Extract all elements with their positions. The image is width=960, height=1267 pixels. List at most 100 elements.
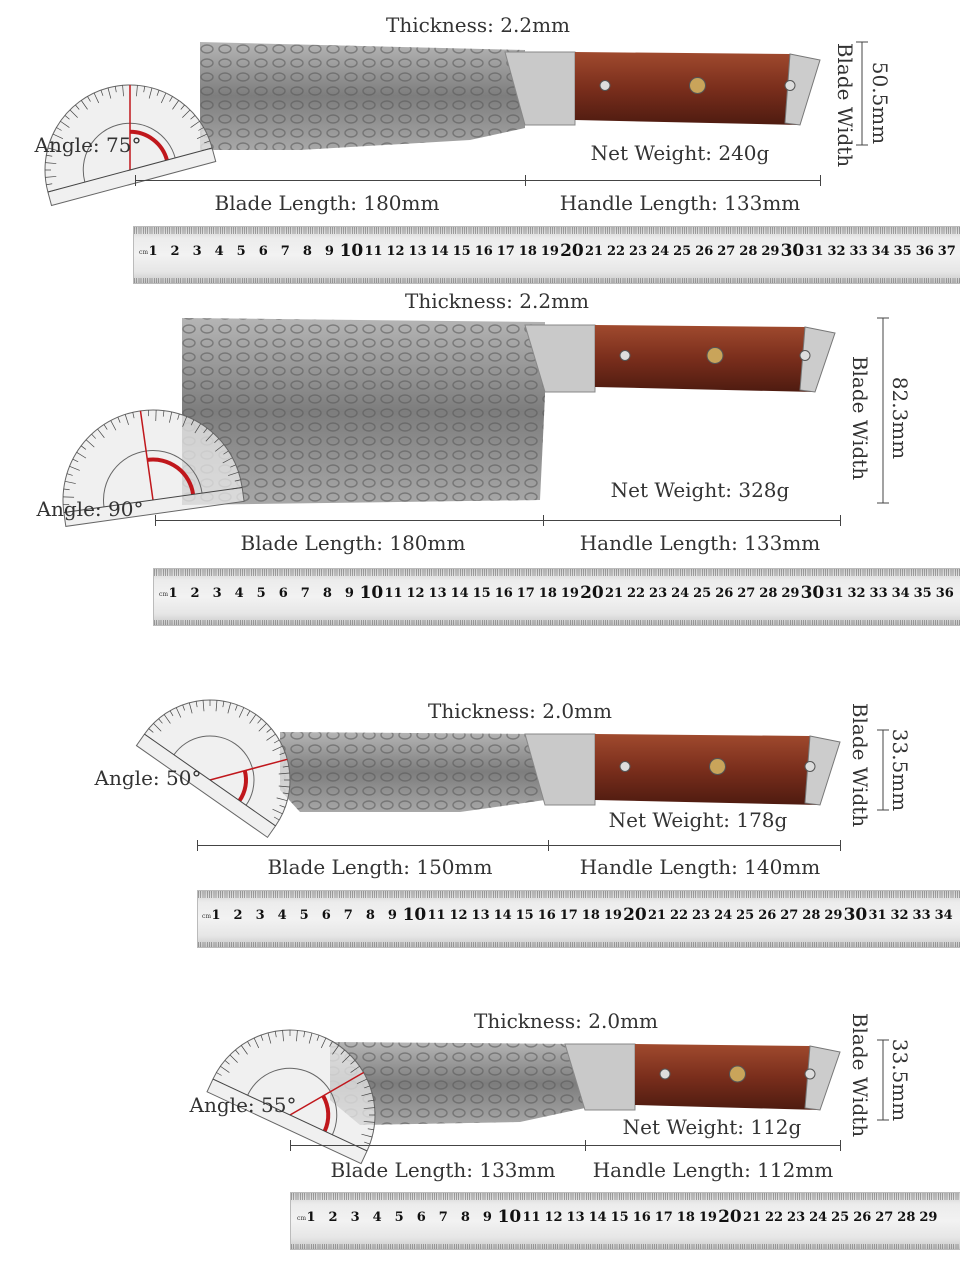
- ruler-number: 4: [372, 1210, 382, 1225]
- thickness-label: Thickness: 2.2mm: [404, 289, 590, 313]
- ruler-number: 25: [673, 244, 692, 259]
- ruler-number: 11: [364, 244, 383, 259]
- blade-length-label: Blade Length: 180mm: [214, 191, 440, 215]
- rivet: [659, 1068, 671, 1080]
- ruler-number: 17: [559, 908, 578, 923]
- ruler-number: 34: [891, 586, 910, 601]
- ruler-markings: [134, 227, 960, 283]
- ruler-number: 10: [402, 905, 427, 925]
- thickness-label: Thickness: 2.2mm: [385, 13, 571, 37]
- ruler-number: 28: [739, 244, 758, 259]
- dimension-tick: [585, 1140, 586, 1151]
- ruler-number: 19: [540, 244, 559, 259]
- dimension-tick: [840, 515, 841, 526]
- handle-length-label: Handle Length: 133mm: [579, 531, 821, 555]
- ruler-number: 15: [452, 244, 471, 259]
- ruler-number: 4: [277, 908, 287, 923]
- ruler-number: 12: [544, 1210, 563, 1225]
- ruler-number: 36: [915, 244, 934, 259]
- rivet: [599, 80, 611, 91]
- ruler-number: 32: [847, 586, 866, 601]
- ruler-number: 11: [384, 586, 403, 601]
- ruler-unit: cm: [139, 249, 149, 256]
- ruler-number: 12: [406, 586, 425, 601]
- ruler-number: 20: [718, 1207, 742, 1227]
- ruler-number: 27: [737, 586, 756, 601]
- ruler-number: 24: [714, 908, 733, 923]
- net-weight-label: Net Weight: 240g: [590, 141, 770, 165]
- ruler-number: 2: [328, 1210, 338, 1225]
- ruler-number: 33: [869, 586, 888, 601]
- ruler-number: 32: [890, 908, 909, 923]
- rivet: [619, 350, 631, 361]
- ruler-number: 3: [350, 1210, 360, 1225]
- ruler-number: 6: [278, 586, 288, 601]
- ruler-number: 14: [493, 908, 512, 923]
- ruler-number: 13: [428, 586, 447, 601]
- bolster: [524, 324, 596, 393]
- ruler-number: 3: [255, 908, 265, 923]
- ruler-number: 33: [849, 244, 868, 259]
- ruler-number: 18: [581, 908, 600, 923]
- ruler-number: 19: [603, 908, 622, 923]
- damascus-pattern: [280, 732, 545, 812]
- damascus-pattern: [330, 1042, 585, 1125]
- thickness-label: Thickness: 2.0mm: [473, 1009, 659, 1033]
- dimension-tick: [525, 175, 526, 186]
- mosaic-rivet: [729, 1065, 746, 1083]
- ruler-number: 15: [472, 586, 491, 601]
- ruler-number: 29: [919, 1210, 938, 1225]
- ruler-number: 5: [299, 908, 309, 923]
- angle-label: Angle: 55°: [189, 1093, 297, 1117]
- ruler-number: 22: [670, 908, 689, 923]
- dimension-tick: [543, 515, 544, 526]
- ruler-number: 36: [935, 586, 954, 601]
- rivet: [804, 1068, 816, 1080]
- ruler-number: 18: [538, 586, 557, 601]
- blade-width-bracket: [856, 41, 868, 146]
- ruler-number: 20: [580, 583, 604, 603]
- ruler-number: 31: [868, 908, 887, 923]
- ruler-number: 23: [692, 908, 711, 923]
- ruler-number: 20: [623, 905, 647, 925]
- mosaic-rivet: [706, 347, 724, 364]
- ruler-number: 22: [627, 586, 646, 601]
- ruler-number: 33: [912, 908, 931, 923]
- damascus-pattern: [182, 318, 545, 505]
- protractor-icon: [135, 699, 291, 839]
- dimension-line: [135, 180, 820, 181]
- ruler-number: 24: [809, 1210, 828, 1225]
- ruler-markings: [291, 1193, 960, 1249]
- ruler-number: 3: [192, 244, 202, 259]
- ruler-number: 8: [460, 1210, 470, 1225]
- ruler-number: 6: [321, 908, 331, 923]
- ruler-number: 12: [449, 908, 468, 923]
- handle-length-label: Handle Length: 140mm: [579, 855, 821, 879]
- ruler-number: 37: [937, 244, 956, 259]
- ruler-number: 21: [742, 1210, 762, 1225]
- ruler-number: 27: [780, 908, 799, 923]
- ruler-number: 13: [408, 244, 427, 259]
- ruler-number: 27: [875, 1210, 894, 1225]
- ruler-number: 7: [438, 1210, 448, 1225]
- net-weight-label: Net Weight: 178g: [608, 808, 788, 832]
- ruler-number: 16: [494, 586, 513, 601]
- ruler-number: 17: [516, 586, 535, 601]
- ruler-number: 15: [515, 908, 534, 923]
- ruler-number: 22: [765, 1210, 784, 1225]
- ruler-number: 28: [759, 586, 778, 601]
- blade-width-value: 50.5mm: [868, 61, 892, 145]
- thickness-label: Thickness: 2.0mm: [427, 699, 613, 723]
- ruler-number: 8: [302, 244, 312, 259]
- end-cap: [799, 326, 836, 393]
- protractor-icon: [62, 409, 245, 527]
- ruler-number: 14: [450, 586, 469, 601]
- ruler-number: 4: [234, 586, 244, 601]
- ruler-number: 19: [560, 586, 579, 601]
- ruler-number: 26: [695, 244, 714, 259]
- protractor-icon: [206, 1029, 376, 1165]
- ruler-number: 8: [322, 586, 332, 601]
- net-weight-label: Net Weight: 112g: [622, 1115, 802, 1139]
